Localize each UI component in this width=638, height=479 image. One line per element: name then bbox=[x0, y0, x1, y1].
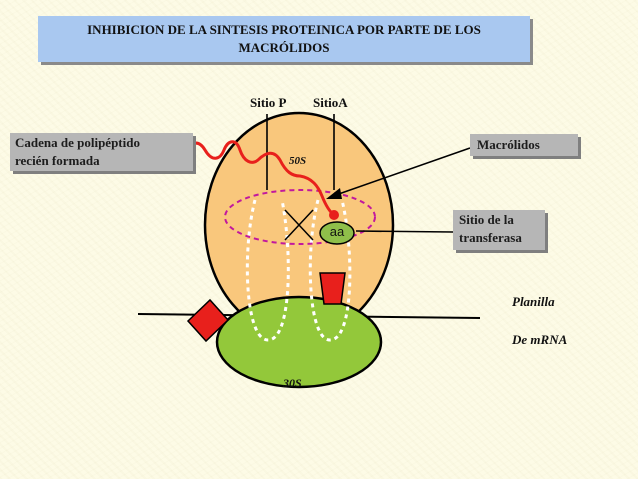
sitio-a-label: SitioA bbox=[313, 95, 348, 110]
macrolidos-arrowhead bbox=[326, 188, 342, 199]
title-line-2: MACRÓLIDOS bbox=[238, 40, 330, 55]
transferasa-label-box: Sitio de la transferasa bbox=[453, 210, 545, 250]
subunit-30s-label: 30S bbox=[283, 376, 302, 390]
x-mark-b bbox=[284, 209, 314, 241]
planilla-label: Planilla bbox=[512, 294, 555, 309]
small-subunit-30s bbox=[215, 295, 383, 389]
trna-anticodon-cup bbox=[319, 272, 346, 305]
transferasa-pointer-line bbox=[355, 230, 454, 233]
subunit-50s-label: 50S bbox=[289, 155, 307, 167]
cadena-label-box: Cadena de polipéptido recién formada bbox=[10, 133, 193, 171]
aa-label: aa bbox=[329, 224, 345, 239]
title-box: INHIBICION DE LA SINTESIS PROTEINICA POR… bbox=[38, 16, 530, 62]
chain-start-dot bbox=[329, 210, 339, 220]
title-line-1: INHIBICION DE LA SINTESIS PROTEINICA POR… bbox=[87, 22, 481, 37]
aa-circle bbox=[319, 221, 355, 245]
trna-loop-a bbox=[308, 199, 352, 342]
transferasa-label-line-2: transferasa bbox=[459, 230, 522, 245]
sitio-p-label: Sitio P bbox=[250, 95, 287, 110]
cadena-label-line-1: Cadena de polipéptido bbox=[15, 135, 140, 150]
macrolidos-label-box: Macrólidos bbox=[470, 134, 578, 156]
cadena-label-line-2: recién formada bbox=[15, 153, 100, 168]
polypeptide-chain bbox=[173, 140, 335, 217]
red-square-marker bbox=[186, 298, 230, 343]
macrolidos-arrow-line bbox=[332, 147, 471, 197]
mrna-label: De mRNA bbox=[512, 332, 568, 347]
macrolidos-label: Macrólidos bbox=[477, 137, 540, 152]
peptidyl-transferase-ring bbox=[224, 189, 376, 245]
trna-loop-p bbox=[245, 199, 290, 342]
transferasa-label-line-1: Sitio de la bbox=[459, 212, 514, 227]
